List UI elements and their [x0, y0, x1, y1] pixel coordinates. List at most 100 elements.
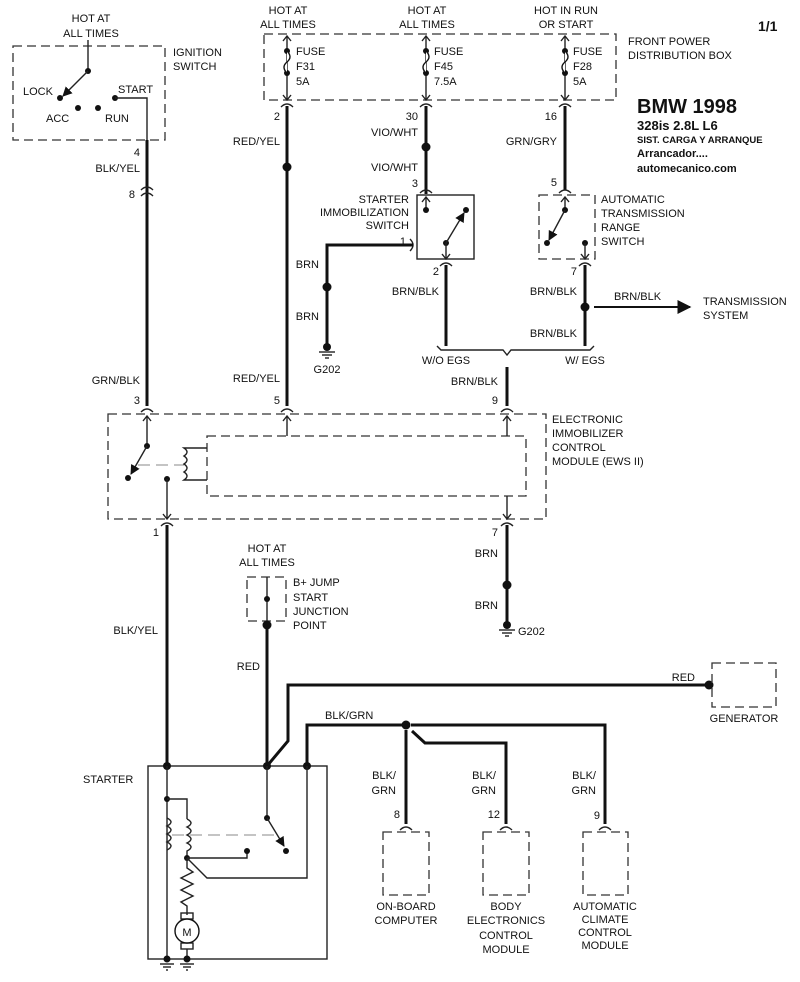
ignition-power-label-1: HOT AT: [72, 13, 111, 25]
svg-text:GRN: GRN: [572, 785, 597, 797]
load-automatic-climate-module: BLK/ GRN 9 AUTOMATIC CLIMATE CONTROL MOD…: [572, 770, 637, 952]
svg-text:1: 1: [400, 236, 406, 248]
front-power-distribution-box: FRONT POWER DISTRIBUTION BOX HOT AT ALL …: [233, 5, 733, 406]
svg-text:9: 9: [492, 395, 498, 407]
svg-text:3: 3: [134, 395, 140, 407]
svg-text:POINT: POINT: [293, 620, 327, 632]
svg-text:HOT AT: HOT AT: [408, 5, 447, 17]
svg-text:BRN/BLK: BRN/BLK: [530, 286, 578, 298]
ground-g202-upper-label: G202: [314, 364, 341, 376]
ignition-power-label-2: ALL TIMES: [63, 28, 119, 40]
svg-text:CLIMATE: CLIMATE: [582, 914, 629, 926]
ignition-wire-label: BLK/YEL: [95, 163, 140, 175]
ignition-switch-name-2: SWITCH: [173, 61, 216, 73]
hold-in-coil-icon: [165, 817, 172, 851]
svg-text:HOT IN RUN: HOT IN RUN: [534, 5, 598, 17]
svg-text:FUSE: FUSE: [573, 46, 602, 58]
svg-text:CONTROL: CONTROL: [552, 442, 606, 454]
svg-text:IMMOBILIZATION: IMMOBILIZATION: [320, 207, 409, 219]
svg-text:CONTROL: CONTROL: [479, 930, 533, 942]
svg-text:STARTER: STARTER: [83, 774, 133, 786]
svg-text:FUSE: FUSE: [434, 46, 463, 58]
svg-text:SWITCH: SWITCH: [601, 236, 644, 248]
ground-icon-g202-lower: [499, 621, 515, 637]
svg-text:SYSTEM: SYSTEM: [703, 310, 748, 322]
climate-module-box: [582, 831, 629, 896]
svg-text:ALL TIMES: ALL TIMES: [399, 19, 455, 31]
svg-text:GENERATOR: GENERATOR: [710, 713, 779, 725]
trs-box: [538, 194, 596, 260]
svg-text:HOT AT: HOT AT: [269, 5, 308, 17]
ground-icon-g202-upper: [319, 343, 335, 359]
ignition-out-pin: 4: [134, 147, 140, 159]
wire-label-vio-wht-lower: VIO/WHT: [371, 162, 418, 174]
wire-label-red-jump: RED: [237, 661, 260, 673]
load-on-board-computer: BLK/ GRN 8 ON-BOARD COMPUTER: [372, 770, 438, 927]
svg-text:START: START: [293, 592, 328, 604]
svg-text:BRN: BRN: [475, 548, 498, 560]
svg-text:IMMOBILIZER: IMMOBILIZER: [552, 428, 624, 440]
svg-text:MODULE: MODULE: [581, 940, 628, 952]
svg-text:B+ JUMP: B+ JUMP: [293, 577, 340, 589]
starter: STARTER M: [83, 762, 328, 971]
fuse-f45: HOT AT ALL TIMES FUSE F45 7.5A 30 VIO/WH…: [371, 5, 463, 194]
ews-relay-coil-icon: [181, 447, 207, 481]
svg-text:HOT AT: HOT AT: [248, 543, 287, 555]
svg-text:BRN: BRN: [296, 259, 319, 271]
svg-text:W/O EGS: W/O EGS: [422, 355, 470, 367]
ews-inner-box: [206, 435, 527, 497]
ews-immobilizer-module: ELECTRONIC IMMOBILIZER CONTROL MODULE (E…: [107, 395, 644, 766]
starter-ground-icon: [160, 955, 194, 971]
svg-text:5A: 5A: [573, 76, 587, 88]
starter-box: [147, 765, 328, 960]
wire-label-grn-gry: GRN/GRY: [506, 136, 558, 148]
svg-text:ELECTRONIC: ELECTRONIC: [552, 414, 623, 426]
svg-text:MODULE: MODULE: [482, 944, 529, 956]
pull-in-coil-icon: [185, 818, 192, 858]
ground-g202-lower-label: G202: [518, 626, 545, 638]
svg-text:STARTER: STARTER: [359, 194, 409, 206]
generator-box: [711, 662, 777, 708]
svg-text:BLK/: BLK/: [372, 770, 397, 782]
svg-text:AUTOMATIC: AUTOMATIC: [601, 194, 665, 206]
egs-option-split: W/O EGS W/ EGS BRN/BLK: [422, 345, 605, 406]
ignition-switch: HOT AT ALL TIMES IGNITION SWITCH LOCK AC…: [12, 13, 222, 406]
jump-start-junction: HOT AT ALL TIMES B+ JUMP START JUNCTION …: [237, 543, 349, 766]
svg-text:BODY: BODY: [490, 901, 522, 913]
svg-text:RANGE: RANGE: [601, 222, 640, 234]
svg-text:2: 2: [433, 266, 439, 278]
svg-text:AUTOMATIC: AUTOMATIC: [573, 901, 637, 913]
ignition-acc-label: ACC: [46, 113, 69, 125]
blk-grn-bus: BLK/GRN BLK/ GRN 8 ON-BOARD COMPUTER BLK…: [305, 710, 637, 956]
starter-immobilization-switch: 3 STARTER IMMOBILIZATION SWITCH 1 BRN BR…: [296, 178, 475, 376]
ews-in-wire-grn-blk: GRN/BLK: [92, 375, 141, 387]
svg-text:BLK/GRN: BLK/GRN: [325, 710, 373, 722]
svg-text:ON-BOARD: ON-BOARD: [376, 901, 435, 913]
svg-text:12: 12: [488, 809, 500, 821]
wire-label-red-yel-upper: RED/YEL: [233, 136, 280, 148]
power-distribution-box: [263, 33, 617, 101]
svg-text:BRN: BRN: [296, 311, 319, 323]
fuse-f45-symbol: [422, 50, 430, 74]
svg-text:BLK/: BLK/: [572, 770, 597, 782]
ignition-switch-box: [12, 45, 166, 141]
ignition-contact-lock: [57, 95, 63, 101]
ews-outer-box: [107, 413, 547, 520]
ignition-contact-run: [95, 105, 101, 111]
ignition-run-label: RUN: [105, 113, 129, 125]
title-block: BMW 1998 328is 2.8L L6 SIST. CARGA Y ARR…: [637, 96, 763, 175]
wire-label-brn-blk-immob: BRN/BLK: [392, 286, 440, 298]
pdb-name-2: DISTRIBUTION BOX: [628, 50, 733, 62]
svg-text:BRN/BLK: BRN/BLK: [530, 328, 578, 340]
svg-text:MODULE (EWS II): MODULE (EWS II): [552, 456, 644, 468]
svg-text:BLK/: BLK/: [472, 770, 497, 782]
connector-8: [140, 186, 154, 197]
fuse-f28: HOT IN RUN OR START FUSE F28 5A 16 GRN/G…: [506, 5, 602, 190]
immob-pin-3: 3: [412, 178, 418, 190]
svg-text:F31: F31: [296, 61, 315, 73]
svg-text:9: 9: [594, 810, 600, 822]
svg-text:7: 7: [492, 527, 498, 539]
svg-text:OR START: OR START: [539, 19, 594, 31]
svg-text:W/ EGS: W/ EGS: [565, 355, 605, 367]
svg-text:1: 1: [153, 527, 159, 539]
